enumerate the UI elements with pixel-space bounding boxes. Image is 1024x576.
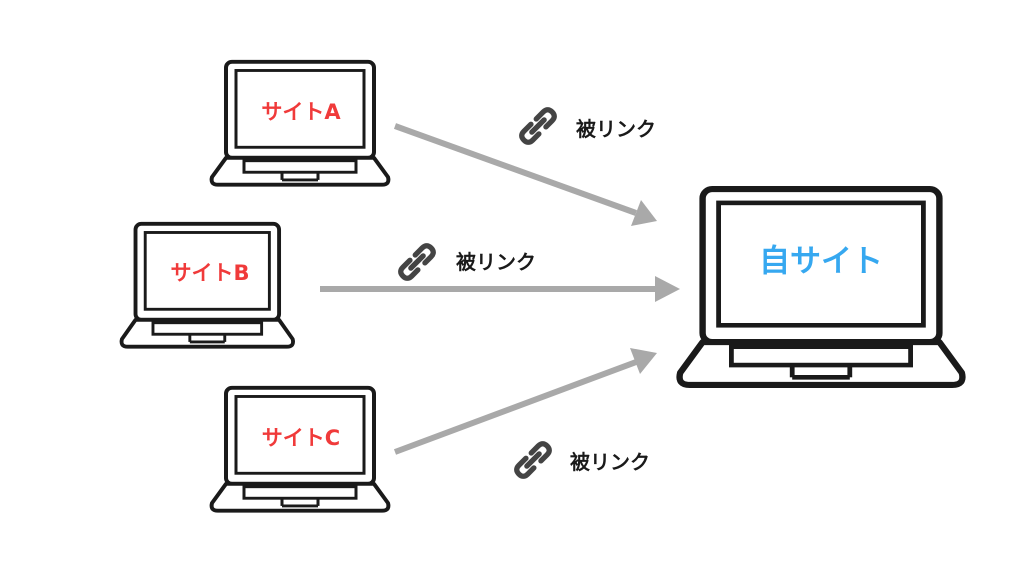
- backlink-label-b: 被リンク: [456, 250, 536, 274]
- arrow-site-a: [393, 123, 657, 226]
- laptop-own-site: [680, 189, 963, 385]
- arrow-site-c: [393, 348, 657, 455]
- site-c-label: サイトC: [261, 426, 341, 450]
- site-b-label: サイトB: [170, 261, 250, 285]
- link-icon: [517, 444, 550, 477]
- own-site-label: 自サイト: [759, 243, 883, 280]
- link-icon: [522, 110, 555, 143]
- link-icon: [401, 246, 434, 279]
- backlink-label-a: 被リンク: [576, 117, 656, 141]
- arrow-site-b: [320, 276, 680, 302]
- site-a-label: サイトA: [261, 100, 341, 124]
- backlink-label-c: 被リンク: [570, 450, 650, 474]
